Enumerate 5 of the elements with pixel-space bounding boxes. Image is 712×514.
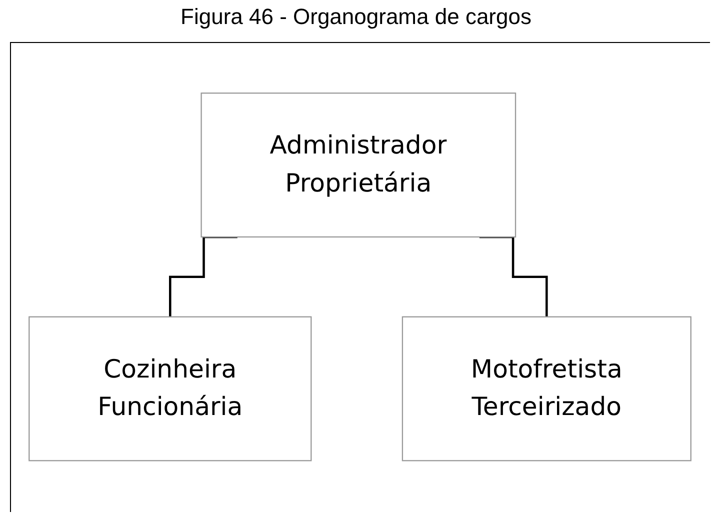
node-box <box>402 316 692 462</box>
node-box <box>200 92 516 238</box>
figure-title: Figura 46 - Organograma de cargos <box>180 4 532 30</box>
node-box <box>28 316 312 462</box>
org-chart-drawing: Administrador Proprietária Cozinheira Funcionária Motofretista Terceirizado <box>20 84 700 470</box>
